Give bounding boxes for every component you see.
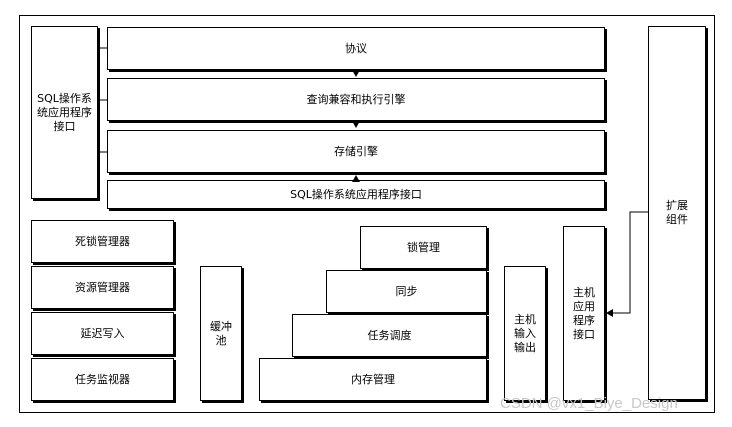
task-scheduling-box: 任务调度 xyxy=(292,314,487,357)
deadlock-manager-label: 死锁管理器 xyxy=(75,234,130,248)
extension-box: 扩展组件 xyxy=(648,26,706,400)
extension-label: 扩展组件 xyxy=(666,199,688,226)
resource-manager-label: 资源管理器 xyxy=(75,280,130,294)
watermark: CSDN @vx1_Biye_Design xyxy=(500,395,678,412)
resource-manager-box: 资源管理器 xyxy=(31,266,174,309)
lazy-writer-label: 延迟写入 xyxy=(80,326,125,340)
arrow-down-icon xyxy=(352,121,360,128)
sync-box: 同步 xyxy=(326,270,487,313)
query-engine-label: 查询兼容和执行引擎 xyxy=(306,92,406,106)
storage-engine-layer: 存储引擎 xyxy=(107,130,605,173)
sqlos-api-side-label: SQL操作系统应用程序接口 xyxy=(37,91,92,133)
host-io-box: 主机输入输出 xyxy=(504,266,546,401)
lazy-writer-box: 延迟写入 xyxy=(31,312,174,355)
task-monitor-box: 任务监视器 xyxy=(31,358,174,401)
diagram-frame xyxy=(19,15,715,413)
query-engine-layer: 查询兼容和执行引擎 xyxy=(107,78,605,121)
memory-management-label: 内存管理 xyxy=(351,372,395,386)
task-monitor-label: 任务监视器 xyxy=(75,372,130,386)
storage-engine-label: 存储引擎 xyxy=(334,144,378,158)
host-api-box: 主机应用程序接口 xyxy=(563,226,605,401)
task-scheduling-label: 任务调度 xyxy=(367,328,412,342)
host-api-label: 主机应用程序接口 xyxy=(573,285,595,341)
buffer-pool-label: 缓冲池 xyxy=(210,319,232,347)
buffer-pool-box: 缓冲池 xyxy=(200,266,242,401)
protocol-label: 协议 xyxy=(345,41,367,55)
sqlos-api-side-box: SQL操作系统应用程序接口 xyxy=(31,26,98,199)
arrow-up-icon xyxy=(352,175,360,182)
lock-management-box: 锁管理 xyxy=(360,226,487,269)
arrow-down-icon xyxy=(352,70,360,77)
deadlock-manager-box: 死锁管理器 xyxy=(31,220,174,263)
sqlos-api-layer: SQL操作系统应用程序接口 xyxy=(107,180,605,209)
lock-management-label: 锁管理 xyxy=(407,240,440,254)
sync-label: 同步 xyxy=(395,284,418,298)
memory-management-box: 内存管理 xyxy=(259,358,487,401)
host-io-label: 主机输入输出 xyxy=(514,312,536,354)
sqlos-api-layer-label: SQL操作系统应用程序接口 xyxy=(290,187,422,201)
arrow-left-icon xyxy=(606,309,613,317)
protocol-layer: 协议 xyxy=(107,27,605,70)
